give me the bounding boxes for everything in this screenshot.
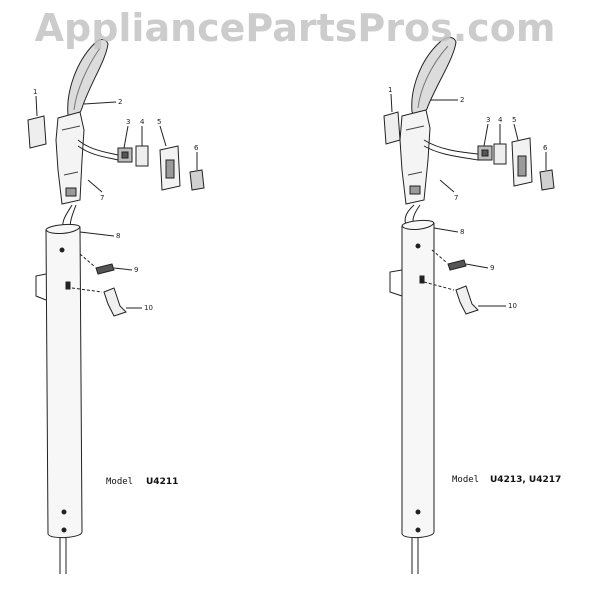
callout-5: 5 [157, 118, 161, 126]
callout-2: 2 [460, 96, 464, 104]
model-number-left: U4211 [146, 477, 178, 487]
part-4-switch-mount [135, 126, 149, 167]
model-prefix-right: Model [452, 475, 479, 485]
part-8-handle-tube [401, 219, 459, 539]
callout-7: 7 [100, 194, 104, 202]
callout-8: 8 [116, 232, 120, 240]
part-8-handle-tube [45, 223, 115, 539]
part-10-cord-hook [71, 287, 142, 317]
callout-2: 2 [118, 98, 122, 106]
part-9-screw [79, 253, 133, 275]
cord-hook-left [35, 273, 47, 301]
callout-9: 9 [490, 264, 494, 272]
diagram-right [383, 37, 555, 574]
part-6-switch-button [189, 152, 205, 191]
callout-8: 8 [460, 228, 464, 236]
cord-hook-left [389, 269, 403, 297]
part-6-switch-button [539, 152, 555, 191]
callout-3: 3 [126, 118, 130, 126]
callout-6: 6 [194, 144, 199, 152]
model-prefix-left: Model [106, 477, 133, 487]
callout-4: 4 [498, 116, 503, 124]
part-10-cord-hook [423, 281, 506, 315]
callout-10: 10 [508, 302, 517, 310]
callout-10: 10 [144, 304, 153, 312]
part-3-switch [117, 125, 133, 163]
callout-4: 4 [140, 118, 145, 126]
part-9-screw [431, 249, 489, 271]
callout-7: 7 [454, 194, 458, 202]
handle-housing [399, 109, 431, 205]
diagram-left [27, 39, 205, 574]
callout-1: 1 [33, 88, 37, 96]
callout-1: 1 [388, 86, 392, 94]
model-number-right: U4213, U4217 [490, 475, 561, 485]
callout-6: 6 [543, 144, 548, 152]
part-5-switch-plate [159, 125, 181, 191]
part-5-switch-plate [511, 123, 533, 187]
handle-housing [55, 111, 85, 205]
watermark-text: AppliancePartsPros.com [34, 6, 556, 50]
part-4-switch-mount [493, 124, 507, 165]
part-3-switch [477, 123, 493, 161]
handle-grip [67, 39, 109, 118]
part-1-label [27, 115, 47, 149]
callout-9: 9 [134, 266, 138, 274]
callout-5: 5 [512, 116, 516, 124]
callout-3: 3 [486, 116, 490, 124]
part-1-label [383, 111, 401, 145]
